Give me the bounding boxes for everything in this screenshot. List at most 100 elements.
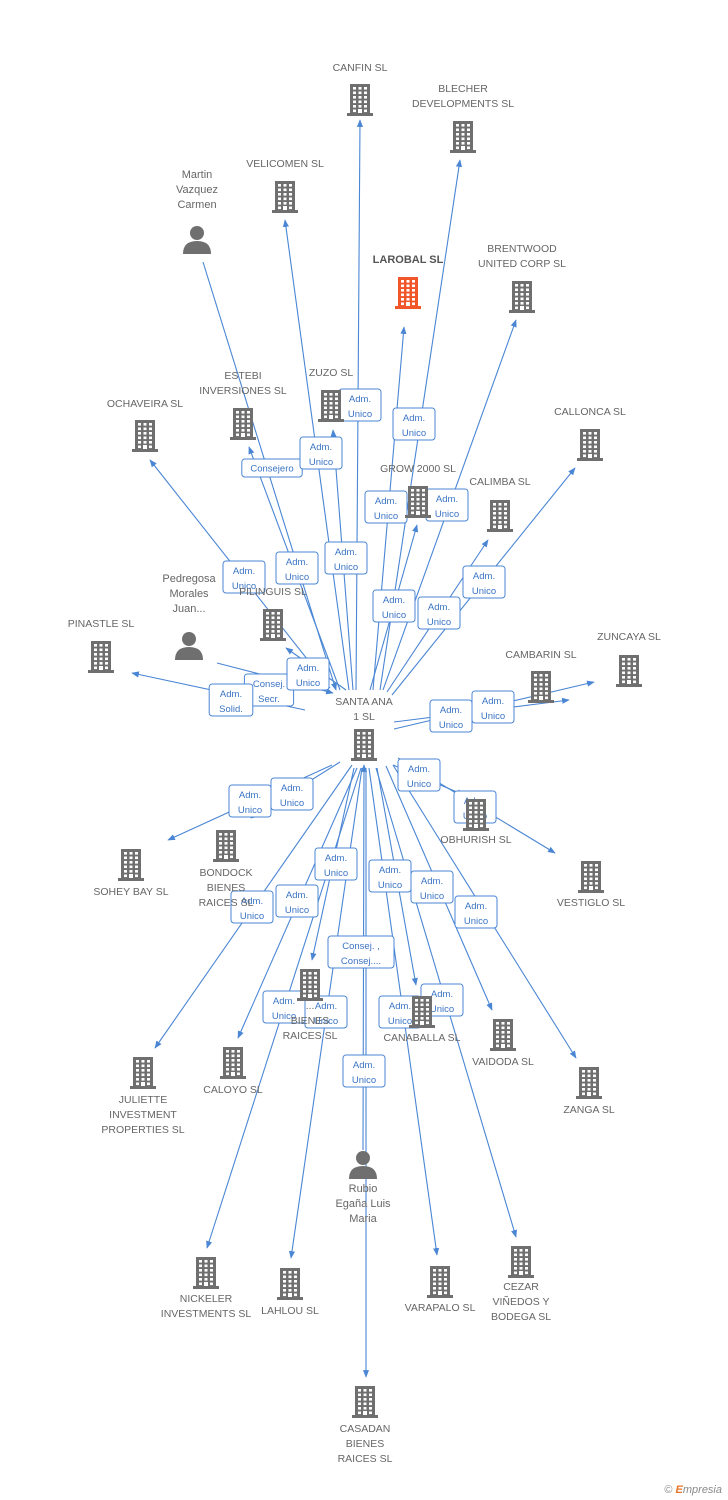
- node-pedregosa[interactable]: PedregosaMoralesJuan...: [162, 573, 216, 660]
- badge-box: [397, 758, 441, 792]
- edge-label-badge[interactable]: Adm.Unico: [222, 560, 266, 594]
- edge-label-badge[interactable]: Adm.Unico: [275, 884, 319, 918]
- badge-box: [327, 935, 395, 969]
- badge-text: Unico: [334, 562, 358, 573]
- building-icon: [395, 277, 421, 309]
- edge-label-badge[interactable]: Adm.Unico: [338, 388, 382, 422]
- badge-box: [372, 589, 416, 623]
- badge-text: Adm.: [408, 764, 430, 775]
- node-ochaveira[interactable]: OCHAVEIRA SL: [107, 398, 183, 452]
- node-label: CANFIN SL: [333, 62, 388, 74]
- node-caloyo[interactable]: CALOYO SL: [203, 1047, 263, 1096]
- edge-label-badge[interactable]: Adm.Unico: [304, 995, 348, 1029]
- edge-label-badge[interactable]: Adm.Unico: [286, 657, 330, 691]
- edge-label-badge[interactable]: Adm.Unico: [410, 870, 454, 904]
- node-canfin[interactable]: CANFIN SL: [333, 62, 388, 116]
- building-icon: [277, 1268, 303, 1300]
- badge-text: Unico: [374, 511, 398, 522]
- edge-label-badge[interactable]: Adm.Unico: [368, 859, 412, 893]
- node-callonca[interactable]: CALLONCA SL: [554, 406, 626, 461]
- edge-label-badge[interactable]: Adm.Unico: [454, 895, 498, 929]
- edge-label-badge[interactable]: Adm.Unico: [392, 407, 436, 441]
- edge-label-badge[interactable]: Adm.Unico: [314, 847, 358, 881]
- node-vaidoda[interactable]: VAIDODA SL: [472, 1019, 534, 1068]
- building-icon: [318, 390, 344, 422]
- node-label: PINASTLE SL: [68, 618, 135, 630]
- badge-text: Adm.: [241, 896, 263, 907]
- edge-label-badge[interactable]: Adm.Unico: [270, 777, 314, 811]
- edge-label-badge[interactable]: Adm.Unico: [275, 551, 319, 585]
- node-calimba[interactable]: CALIMBA SL: [469, 476, 531, 532]
- edge-label-badge[interactable]: Adm.Solid.: [208, 683, 254, 717]
- badge-text: Unico: [420, 891, 444, 902]
- empresia-watermark[interactable]: © Empresia: [664, 1484, 722, 1496]
- building-icon: [213, 830, 239, 862]
- node-label: Maria: [349, 1213, 377, 1225]
- node-vestiglo[interactable]: VESTIGLO SL: [557, 861, 625, 909]
- node-zuncaya[interactable]: ZUNCAYA SL: [597, 631, 661, 687]
- badge-text: Consejero: [250, 464, 293, 475]
- node-label: BODEGA SL: [491, 1311, 551, 1323]
- badge-text: Adm.: [379, 865, 401, 876]
- building-icon: [463, 799, 489, 831]
- node-pinastle[interactable]: PINASTLE SL: [68, 618, 135, 673]
- edge-label-badge[interactable]: Adm.Unico: [471, 690, 515, 724]
- edge-label-badge[interactable]: Adm.Unico: [299, 436, 343, 470]
- edge-label-badge[interactable]: Adm.Unico: [462, 565, 506, 599]
- node-label: PROPERTIES SL: [101, 1124, 184, 1136]
- badge-text: Adm.: [310, 442, 332, 453]
- edge-label-badge[interactable]: Adm.Unico: [417, 596, 461, 630]
- edge-label-badge[interactable]: Adm.Unico: [364, 490, 408, 524]
- edge-label-badge[interactable]: Adm.Unico: [378, 995, 422, 1029]
- badge-text: Unico: [407, 779, 431, 790]
- node-canaballa[interactable]: CANABALLA SL: [383, 996, 461, 1044]
- building-icon: [578, 861, 604, 893]
- node-label: SOHEY BAY SL: [93, 886, 168, 898]
- node-grow[interactable]: GROW 2000 SL: [380, 463, 456, 518]
- badge-text: Adm.: [281, 783, 303, 794]
- node-label: INVESTMENTS SL: [161, 1308, 252, 1320]
- node-sohey[interactable]: SOHEY BAY SL: [93, 849, 169, 898]
- edge-label-badge[interactable]: Adm. Unico: [397, 758, 441, 792]
- badge-box: [299, 436, 343, 470]
- edge-label-badge[interactable]: Adm.Unico: [429, 699, 473, 733]
- node-zanga[interactable]: ZANGA SL: [563, 1067, 615, 1116]
- node-larobal[interactable]: LAROBAL SL: [373, 254, 444, 309]
- badge-box: [392, 407, 436, 441]
- person-icon: [183, 226, 211, 254]
- building-icon: [260, 609, 286, 641]
- edge-label-badge[interactable]: Adm.Unico: [228, 784, 272, 818]
- edge-label-badge[interactable]: Consejero: [241, 458, 303, 478]
- edge-label-badge[interactable]: Consej. ,Consej....: [327, 935, 395, 969]
- edge-label-badge[interactable]: Adm.Unico: [425, 488, 469, 522]
- edge-label-badge[interactable]: Adm.Unico: [372, 589, 416, 623]
- node-zuzo[interactable]: ZUZO SL: [309, 367, 353, 422]
- node-velicomen[interactable]: VELICOMEN SL: [246, 158, 324, 213]
- node-varapalo[interactable]: VARAPALO SL: [405, 1266, 476, 1314]
- edge-label-badge[interactable]: Adm.Unico: [230, 890, 274, 924]
- node-lahlou[interactable]: LAHLOU SL: [261, 1268, 319, 1317]
- edge-label-badge[interactable]: Adm.Unico: [342, 1054, 386, 1088]
- badge-text: Unico: [314, 1016, 338, 1027]
- building-icon: [118, 849, 144, 881]
- edge-label-badge[interactable]: Adm. Unico: [324, 541, 368, 575]
- node-pilinguis[interactable]: PILINGUIS SL: [239, 586, 307, 641]
- node-obhurish[interactable]: OBHURISH SL: [440, 799, 512, 846]
- badge-text: Adm.: [335, 547, 357, 558]
- building-icon: [132, 420, 158, 452]
- node-label: Martin: [182, 169, 213, 181]
- node-cambarin[interactable]: CAMBARIN SL: [505, 649, 577, 703]
- badge-text: Unico: [402, 428, 426, 439]
